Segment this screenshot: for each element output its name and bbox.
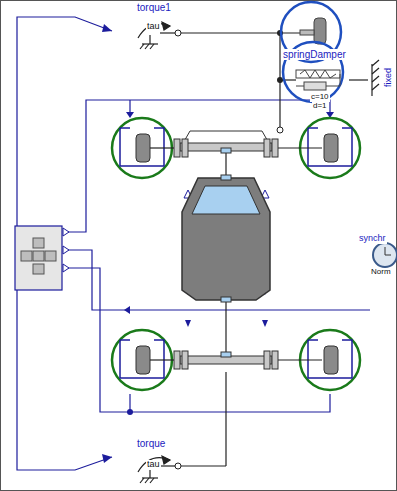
spring-damper: springDamper c=10d=1 [282,49,349,113]
synchronize-clock: synchrNorm [358,234,394,279]
torque-source: torque tau [128,438,169,472]
parameter-label: d=1 [312,102,328,111]
component-name: springDamper [282,49,347,60]
flange-connection [349,79,368,80]
component-name: torque1 [136,2,172,13]
component-name: torque [136,438,166,449]
parameter-label: c=10 [310,93,330,102]
torque-source: torque1 tau [128,2,174,34]
component-name: synchr [358,234,387,244]
parameter-label: tau [146,460,161,470]
fixed-support: fixed [368,48,397,90]
parameter-label: tau [146,22,161,32]
parameter-label: Norm [370,268,392,277]
component-name: fixed [384,67,394,88]
